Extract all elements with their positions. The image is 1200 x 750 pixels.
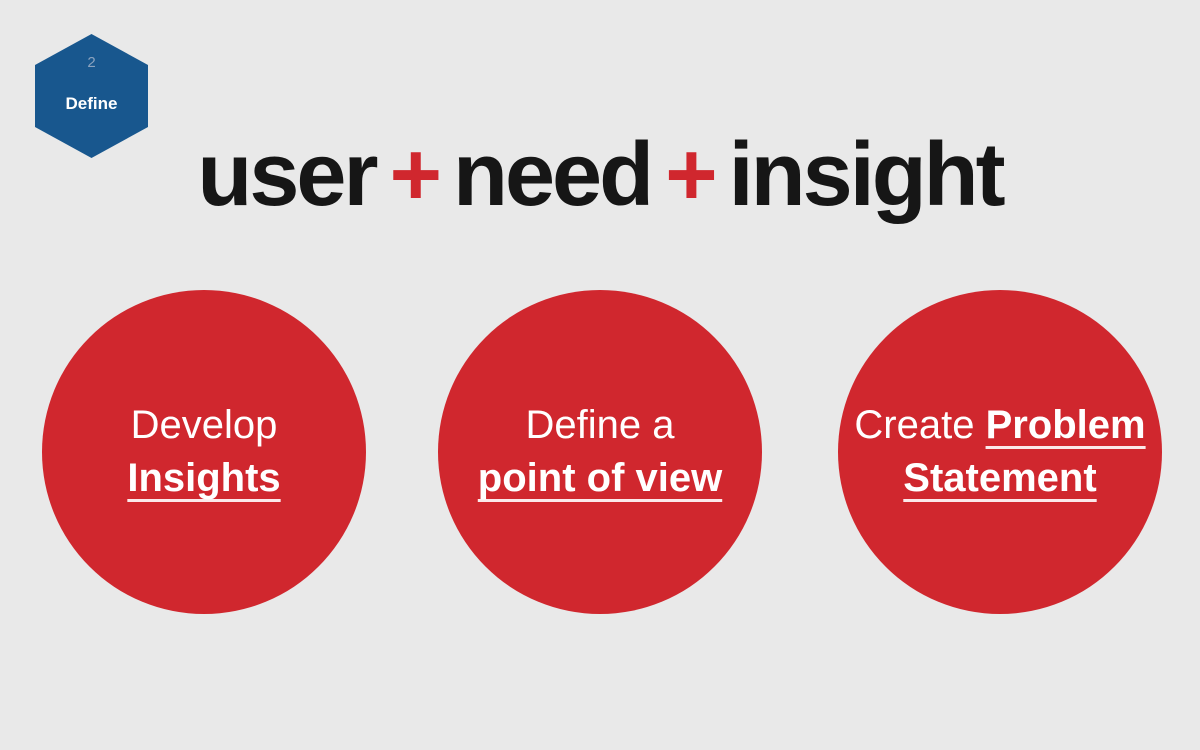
stage-label: Define (65, 94, 118, 113)
title-word-insight: insight (728, 125, 1006, 225)
circle-line: Statement (854, 452, 1145, 505)
circle-problem-statement: Create Problem Statement (838, 290, 1162, 614)
circle-text-emphasis: Insights (127, 456, 281, 500)
slide-title: user+need+insight (0, 122, 1200, 228)
circle-text-regular: Develop (130, 403, 278, 447)
circle-text-regular: Create (854, 403, 975, 447)
circle-develop-insights: Develop Insights (42, 290, 366, 614)
circle-text-emphasis: Statement (903, 456, 1097, 500)
circle-text: Create Problem Statement (854, 399, 1145, 505)
circle-line: Create Problem (854, 399, 1145, 452)
circle-line: Define a (478, 399, 722, 452)
stage-number: 2 (87, 54, 96, 71)
circle-text-regular: Define a (525, 403, 675, 447)
plus-sign: + (665, 125, 718, 225)
plus-sign: + (389, 125, 442, 225)
circle-line: Insights (127, 452, 280, 505)
title-word-user: user (197, 125, 378, 225)
circle-text-emphasis: Problem (985, 403, 1146, 447)
circle-line: point of view (478, 452, 722, 505)
title-word-need: need (453, 125, 654, 225)
circle-text: Develop Insights (127, 399, 280, 505)
circle-text: Define a point of view (478, 399, 722, 505)
circle-line: Develop (127, 399, 280, 452)
circle-text-emphasis: point of view (477, 456, 723, 500)
circle-define-point-of-view: Define a point of view (438, 290, 762, 614)
